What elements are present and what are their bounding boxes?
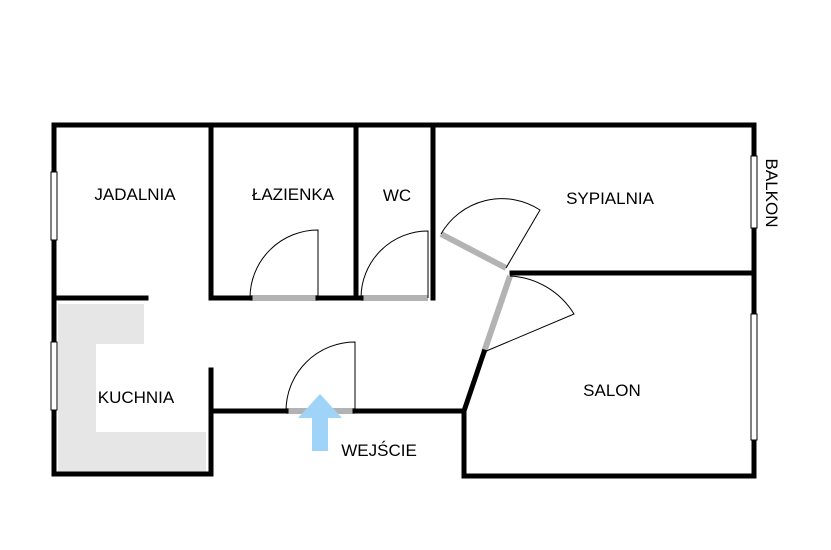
wall-diagonal bbox=[460, 348, 488, 415]
room-label-salon: SALON bbox=[583, 381, 641, 400]
entrance-label: WEJŚCIE bbox=[341, 441, 417, 460]
window-living bbox=[750, 313, 758, 441]
windows bbox=[50, 155, 758, 441]
door-swing-bathroom bbox=[249, 229, 319, 299]
window-kitchen bbox=[50, 341, 58, 411]
door-swing-entrance bbox=[285, 341, 356, 412]
door-swings bbox=[249, 198, 575, 412]
window-dining bbox=[50, 171, 58, 241]
threshold-bedroom bbox=[439, 231, 508, 271]
room-label-sypialnia: SYPIALNIA bbox=[566, 189, 655, 208]
window-balcony bbox=[750, 155, 758, 229]
walls bbox=[51, 122, 757, 479]
door-swing-wc bbox=[360, 230, 429, 299]
room-label-jadalnia: JADALNIA bbox=[94, 185, 176, 204]
kitchen-counter bbox=[58, 304, 206, 472]
room-label-kuchnia: KUCHNIA bbox=[98, 388, 175, 407]
room-label-wc: WC bbox=[383, 186, 411, 205]
room-label-lazienka: ŁAZIENKA bbox=[252, 185, 335, 204]
threshold-living-room bbox=[481, 275, 513, 353]
arrow-up-icon bbox=[298, 394, 342, 451]
door-swing-bedroom bbox=[440, 198, 541, 269]
door-swing-living-room bbox=[483, 275, 575, 353]
balcony-label: BALKON bbox=[762, 159, 781, 228]
